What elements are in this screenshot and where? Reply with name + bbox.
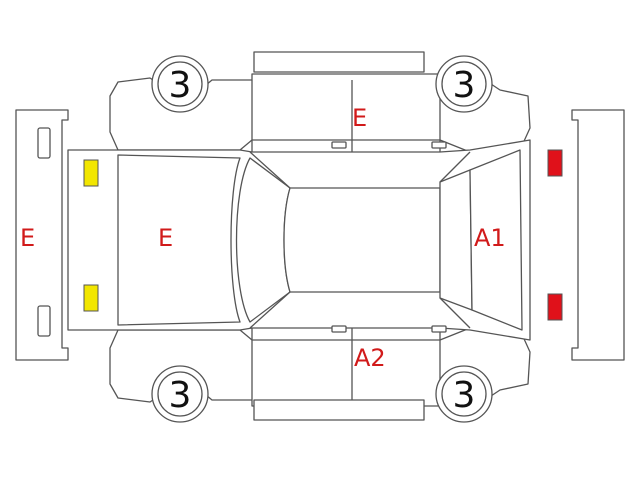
side-step-bottom <box>253 399 425 421</box>
tire-front-bottom[interactable]: 3 <box>435 365 493 423</box>
roof-code: E <box>158 224 173 252</box>
roof[interactable] <box>117 154 241 326</box>
tire-rear-bottom[interactable]: 3 <box>151 365 209 423</box>
cabin-roof <box>283 187 441 293</box>
side-step-top <box>253 51 425 73</box>
front-lamp-bottom <box>547 293 563 321</box>
front-lamp-top <box>547 149 563 177</box>
rear-lamp-bottom <box>83 284 99 312</box>
tire-front-bottom-grade: 3 <box>453 375 476 416</box>
right-doors-code: E <box>352 104 367 132</box>
rear-bumper-code: E <box>20 224 35 252</box>
rear-bumper[interactable] <box>15 109 69 361</box>
tire-rear-top[interactable]: 3 <box>151 55 209 113</box>
tire-rear-top-grade: 3 <box>169 65 192 106</box>
hood[interactable] <box>469 149 523 331</box>
windshield[interactable] <box>439 169 473 311</box>
front-bumper[interactable] <box>571 109 625 361</box>
rear-lamp-top <box>83 159 99 187</box>
left-doors-code: A2 <box>354 344 386 372</box>
windshield-code: A1 <box>474 224 506 252</box>
rear-window <box>235 157 291 323</box>
tire-front-top-grade: 3 <box>453 65 476 106</box>
tire-front-top[interactable]: 3 <box>435 55 493 113</box>
tire-rear-bottom-grade: 3 <box>169 375 192 416</box>
